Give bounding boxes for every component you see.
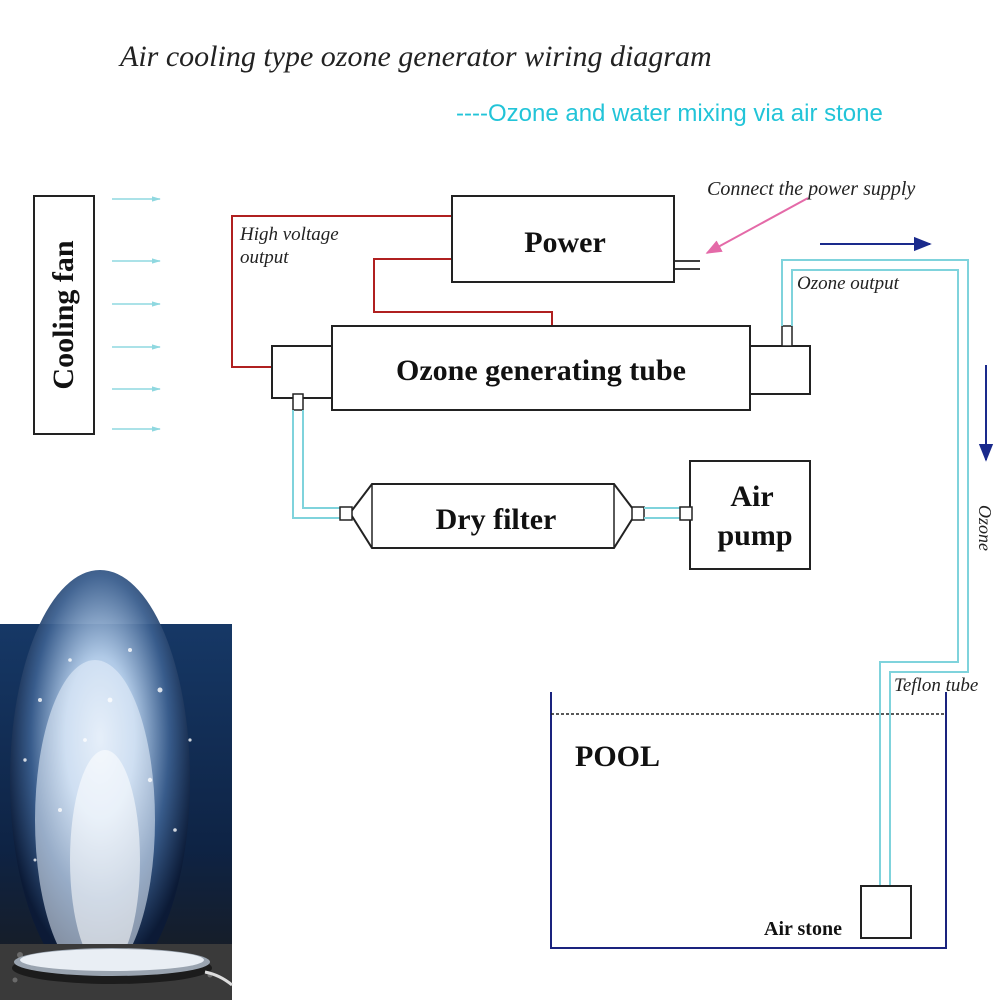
filter-left-nozzle [339, 506, 353, 521]
pool-label: POOL [575, 740, 660, 773]
dry-filter-label: Dry filter [436, 503, 557, 536]
tube-left-cap [271, 345, 335, 399]
air-tube-inlet [292, 410, 342, 519]
connect-power-label: Connect the power supply [707, 178, 915, 200]
hv-output-label-2: output [240, 247, 289, 268]
hv-wire-inner [373, 258, 553, 326]
air-stone-box [860, 885, 912, 939]
diagram-title: Air cooling type ozone generator wiring … [118, 40, 712, 73]
air-pump-label-2: pump [717, 519, 792, 552]
air-tube-pump [644, 507, 680, 519]
air-stone-label: Air stone [764, 918, 842, 940]
high-voltage-wires [231, 215, 553, 368]
connect-power-arrow [705, 197, 809, 254]
power-box [451, 195, 675, 283]
ozone-tube-label: Ozone generating tube [396, 354, 686, 387]
tube-right-cap [749, 345, 811, 395]
hv-wire-outer [231, 215, 452, 368]
filter-right-nozzle [631, 506, 645, 521]
fan-airflow-arrows [112, 196, 161, 432]
teflon-tube [781, 259, 969, 886]
air-pump-box [689, 460, 811, 570]
ozone-tube-box [331, 325, 751, 411]
hv-output-label-1: High voltage [239, 224, 339, 245]
dry-filter [339, 483, 645, 549]
air-stone-bubbles-photo [0, 570, 233, 1000]
tube-inlet-nozzle [292, 393, 304, 411]
air-pump-nozzle [679, 506, 693, 521]
power-label: Power [524, 226, 606, 259]
power-plug-cable [674, 260, 700, 270]
diagram-subtitle: ----Ozone and water mixing via air stone [456, 100, 883, 127]
teflon-tube-label: Teflon tube [894, 675, 978, 696]
air-pump-label-1: Air [730, 480, 773, 513]
ozone-vertical-label: Ozone [975, 505, 995, 551]
cooling-fan-box [33, 195, 95, 435]
ozone-output-label: Ozone output [797, 273, 900, 294]
cooling-fan-label: Cooling fan [47, 240, 80, 390]
tube-outlet-nozzle [781, 325, 793, 347]
pool-outline [550, 692, 947, 949]
